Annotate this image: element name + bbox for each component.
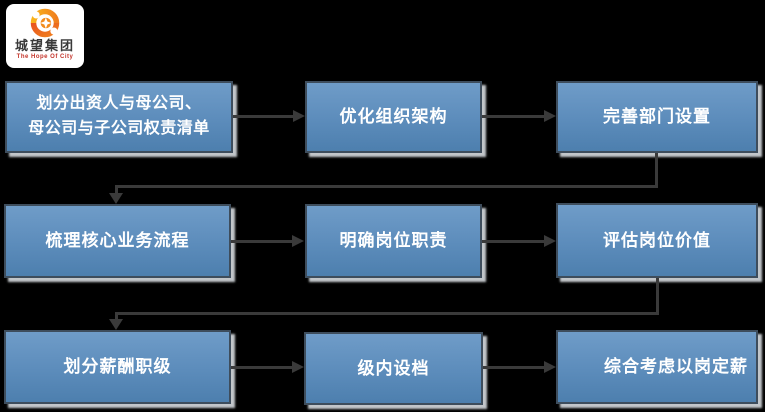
connector-step5-step6 (482, 240, 544, 243)
flow-step-7: 划分薪酬职级 (4, 330, 231, 404)
arrowhead-right-icon (544, 110, 556, 122)
company-tagline: The Hope Of City (16, 54, 74, 60)
arrowhead-right-icon (292, 361, 304, 373)
connector-step6-step7-across (115, 312, 659, 315)
connector-step3-step4-across (115, 185, 658, 188)
connector-step6-step7-down (656, 278, 659, 315)
connector-step2-step3 (482, 115, 544, 118)
swirl-flame-icon (30, 8, 60, 38)
arrowhead-right-icon (293, 110, 305, 122)
flow-step-1: 划分出资人与母公司、 母公司与子公司权责清单 (5, 81, 233, 153)
arrowhead-down-icon (109, 319, 123, 330)
connector-step4-step5 (231, 240, 292, 243)
connector-step8-step9 (483, 366, 544, 369)
flow-step-6: 评估岗位价值 (556, 203, 758, 278)
arrowhead-down-icon (109, 193, 123, 204)
connector-step1-step2 (233, 115, 293, 118)
connector-step6-step7-stem (115, 312, 118, 320)
connector-step3-step4-stem (115, 185, 118, 194)
flow-step-2: 优化组织架构 (305, 81, 482, 153)
flow-step-9: 综合考虑以岗定薪 (556, 330, 758, 404)
arrowhead-right-icon (292, 235, 304, 247)
flow-step-8: 级内设档 (304, 332, 483, 405)
flow-step-4: 梳理核心业务流程 (4, 204, 231, 278)
company-logo: 城望集团 The Hope Of City (6, 4, 84, 68)
connector-step3-step4-down (655, 153, 658, 188)
flow-step-3: 完善部门设置 (556, 81, 758, 153)
flow-step-5: 明确岗位职责 (305, 204, 482, 278)
arrowhead-right-icon (544, 235, 556, 247)
arrowhead-right-icon (544, 361, 556, 373)
company-name: 城望集团 (14, 38, 75, 53)
connector-step7-step8 (231, 366, 292, 369)
